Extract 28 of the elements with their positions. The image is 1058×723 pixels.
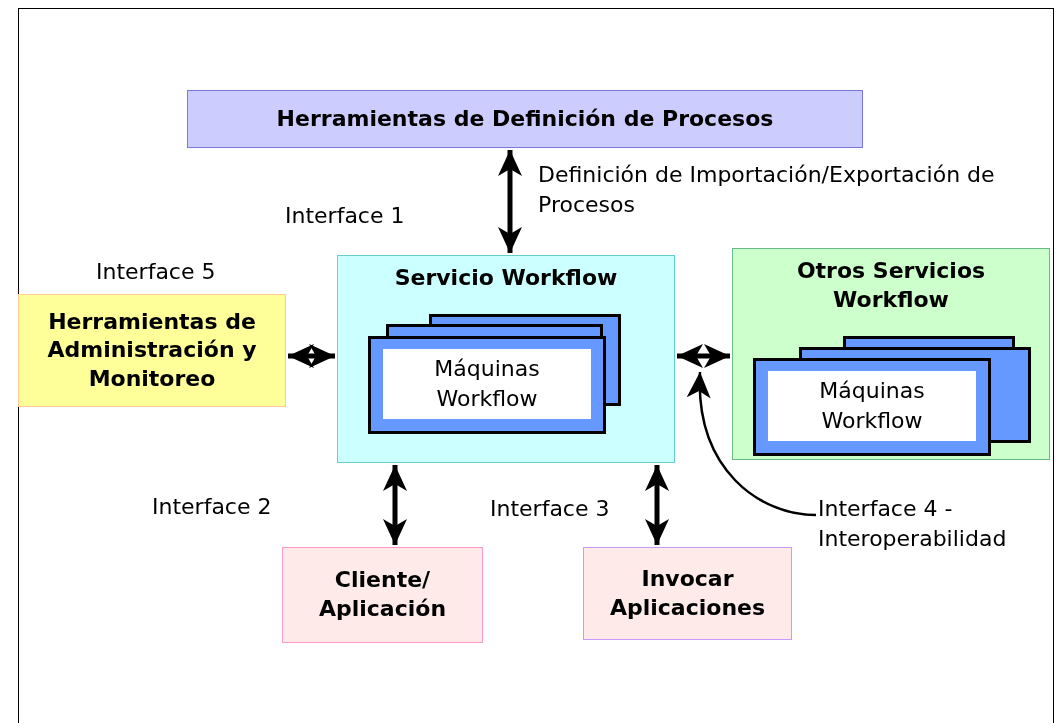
double-arrow [645,465,669,545]
box-title: Otros Servicios Workflow [795,257,987,314]
process-box [337,255,675,463]
edge-label: Definición de Importación/Exportación de Procesos [538,161,996,219]
double-arrow [677,344,730,368]
process-box [187,90,863,148]
process-box [282,547,483,643]
process-box [18,294,286,407]
box-title: Herramientas de Definición de Procesos [275,104,775,133]
box-title: Herramientas de Administración y Monitoreo [46,307,258,393]
card-label: Máquinas Workflow [383,349,591,419]
engine-card [368,336,606,434]
double-arrow [288,344,335,368]
double-arrow [383,465,407,545]
box-title: Invocar Aplicaciones [608,564,767,622]
interface-label: Interface 5 [96,258,216,286]
box-title: Servicio Workflow [393,264,619,292]
process-box [732,248,1050,460]
leader-arrow [688,372,817,517]
card-label: Máquinas Workflow [768,371,976,441]
callout-text: Interface 4 - Interoperabilidad [818,494,1054,554]
process-box [583,547,792,640]
box-title: Cliente/ Aplicación [317,566,448,623]
interface-label: Interface 3 [490,495,610,523]
double-arrow [498,150,522,253]
engine-card [753,358,991,456]
interface-label: Interface 1 [285,202,405,230]
interface-label: Interface 2 [152,493,272,521]
